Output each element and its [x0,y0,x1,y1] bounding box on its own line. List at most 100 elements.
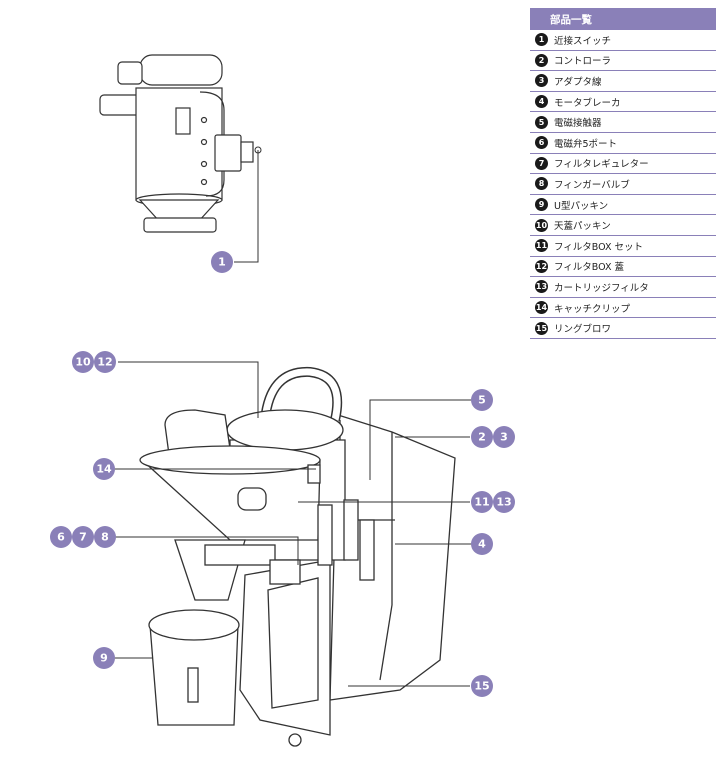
callout-9-label: 9 [100,652,108,665]
parts-list-cell: 7 フィルタレギュレター [530,153,716,175]
callout-5: 5 [471,389,493,411]
parts-list-row-content: 13 カートリッジフィルタ [530,280,716,294]
parts-list-header-row: 部品一覧 [530,8,716,30]
part-number-badge: 13 [535,280,548,294]
callout-3-label: 3 [500,431,508,444]
leader-lines [104,361,482,687]
part-name: キャッチクリップ [554,303,631,315]
callout-10-12: 10 12 [72,351,116,373]
callout-badges: 1 10 12 5 2 3 14 11 1 [50,251,515,697]
callout-6-7-8: 6 7 8 [50,526,116,548]
parts-list-row-content: 12 フィルタBOX 蓋 [530,259,716,273]
part-number-badge: 12 [535,259,548,273]
part-name: 天蓋パッキン [554,221,611,233]
callout-4-label: 4 [478,538,486,551]
part-number-badge: 11 [535,239,548,253]
parts-list-row: 5 電磁接触器 [530,111,716,133]
part-name: 電磁接触器 [554,118,602,130]
part-name: リングブロワ [554,324,612,336]
callout-2-3: 2 3 [471,426,515,448]
callout-15: 15 [471,675,493,697]
system-illustration [139,366,456,747]
parts-list-row: 3 アダプタ線 [530,70,716,92]
parts-list-cell: 3 アダプタ線 [530,70,716,92]
part-number-badge: 2 [535,53,548,67]
parts-list-cell: 5 電磁接触器 [530,111,716,133]
parts-list-cell: 11 フィルタBOX セット [530,235,716,257]
parts-list-row-content: 11 フィルタBOX セット [530,239,716,253]
part-number-badge: 1 [535,33,548,47]
parts-list-row-content: 10 天蓋パッキン [530,218,716,232]
part-number-badge: 6 [535,136,548,150]
callout-14: 14 [93,458,115,480]
callout-11-label: 11 [474,496,489,509]
parts-list-row-content: 7 フィルタレギュレター [530,156,716,170]
part-name: フィルタBOX セット [554,241,644,253]
callout-6-label: 6 [57,531,65,544]
callout-10-label: 10 [75,356,91,369]
part-name: カートリッジフィルタ [554,282,649,294]
callout-5-label: 5 [478,394,486,407]
callout-1-label: 1 [218,256,226,269]
part-number-badge: 5 [535,115,548,129]
part-number-badge: 8 [535,177,548,191]
part-number-badge: 14 [535,301,548,315]
callout-13-label: 13 [496,496,511,509]
parts-list-row-content: 15 リングブロワ [530,321,716,335]
parts-list-cell: 14 キャッチクリップ [530,297,716,319]
part-number-badge: 3 [535,74,548,88]
part-number-badge: 4 [535,95,548,109]
parts-list-row: 2 コントローラ [530,50,716,72]
part-name: アダプタ線 [554,76,602,88]
parts-list-row: 15 リングブロワ [530,317,716,339]
callout-4: 4 [471,533,493,555]
callout-1: 1 [211,251,233,273]
parts-list-cell: 13 カートリッジフィルタ [530,276,716,298]
parts-list-row-content: 5 電磁接触器 [530,115,716,129]
callout-15-label: 15 [474,680,489,693]
callout-14-label: 14 [96,463,112,476]
part-number-badge: 15 [535,321,548,335]
part-name: フィンガーバルブ [554,179,630,191]
callout-12-label: 12 [97,356,112,369]
part-name: U型パッキン [554,200,609,212]
parts-list-cell: 2 コントローラ [530,50,716,72]
parts-list-row-content: 3 アダプタ線 [530,74,716,88]
receiver-illustration [99,54,254,233]
parts-list-row-content: 8 フィンガーバルブ [530,177,716,191]
parts-list-cell: 1 近接スイッチ [530,30,716,51]
part-number-badge: 10 [535,218,548,232]
parts-list-cell: 15 リングブロワ [530,317,716,339]
parts-list-row: 13 カートリッジフィルタ [530,276,716,298]
parts-list-row: 10 天蓋パッキン [530,214,716,236]
parts-list-cell: 10 天蓋パッキン [530,214,716,236]
parts-list-row: 14 キャッチクリップ [530,297,716,319]
part-name: フィルタBOX 蓋 [554,262,625,274]
callout-9: 9 [93,647,115,669]
parts-list-cell: 12 フィルタBOX 蓋 [530,256,716,278]
parts-list-row: 1 近接スイッチ [530,30,716,51]
parts-list-title: 部品一覧 [530,8,716,30]
parts-list-row-content: 2 コントローラ [530,53,716,67]
parts-list-row: 12 フィルタBOX 蓋 [530,256,716,278]
part-number-badge: 7 [535,156,548,170]
parts-list-row: 11 フィルタBOX セット [530,235,716,257]
parts-list-row: 8 フィンガーバルブ [530,173,716,195]
callout-7-label: 7 [79,531,87,544]
callout-11-13: 11 13 [471,491,515,513]
part-name: フィルタレギュレター [554,159,649,171]
part-name: コントローラ [554,56,612,68]
part-name: 近接スイッチ [554,35,612,47]
parts-list-row-content: 14 キャッチクリップ [530,301,716,315]
